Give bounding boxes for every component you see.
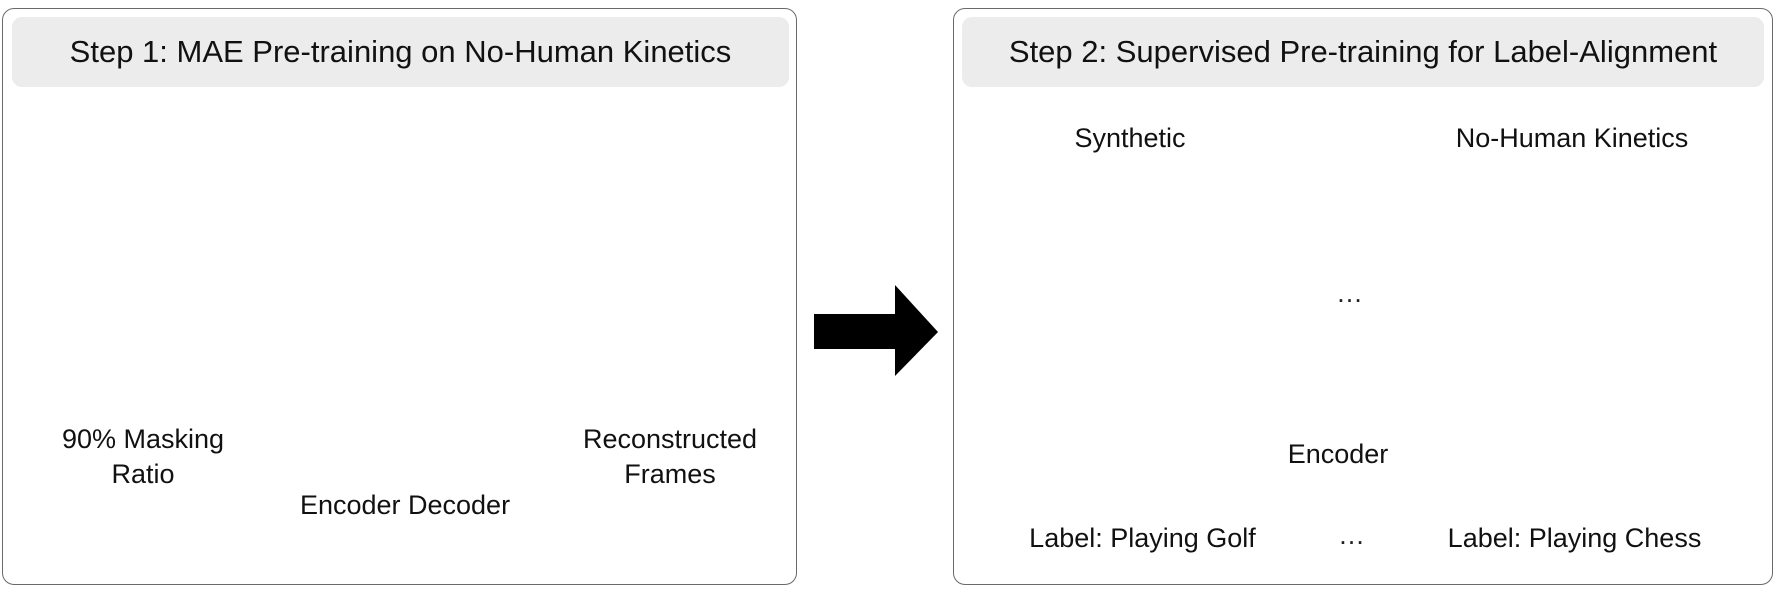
synthetic-label: Synthetic [1074, 123, 1186, 153]
step-transition-arrow [814, 285, 938, 376]
step1-title: Step 1: MAE Pre-training on No-Human Kin… [12, 17, 789, 87]
ellipsis-top: … [1336, 278, 1363, 308]
label-playing-golf: Label: Playing Golf [1029, 523, 1256, 553]
kinetics-label: No-Human Kinetics [1455, 123, 1689, 153]
encoder-decoder-label: Encoder Decoder [299, 490, 511, 520]
reconstructed-line1: Reconstructed [582, 424, 758, 454]
masking-ratio-line1: 90% Masking [61, 424, 225, 454]
ellipsis-bottom: … [1338, 520, 1365, 550]
encoder-label: Encoder [1287, 439, 1389, 469]
label-playing-chess: Label: Playing Chess [1447, 523, 1702, 553]
masking-ratio-line2: Ratio [111, 459, 175, 489]
step2-title: Step 2: Supervised Pre-training for Labe… [962, 17, 1764, 87]
step1-panel: Step 1: MAE Pre-training on No-Human Kin… [2, 8, 797, 585]
reconstructed-line2: Frames [624, 459, 716, 489]
step2-panel: Step 2: Supervised Pre-training for Labe… [953, 8, 1773, 585]
masking-ratio-label: 90% Masking Ratio [43, 422, 243, 492]
reconstructed-frames-label: Reconstructed Frames [570, 422, 770, 492]
